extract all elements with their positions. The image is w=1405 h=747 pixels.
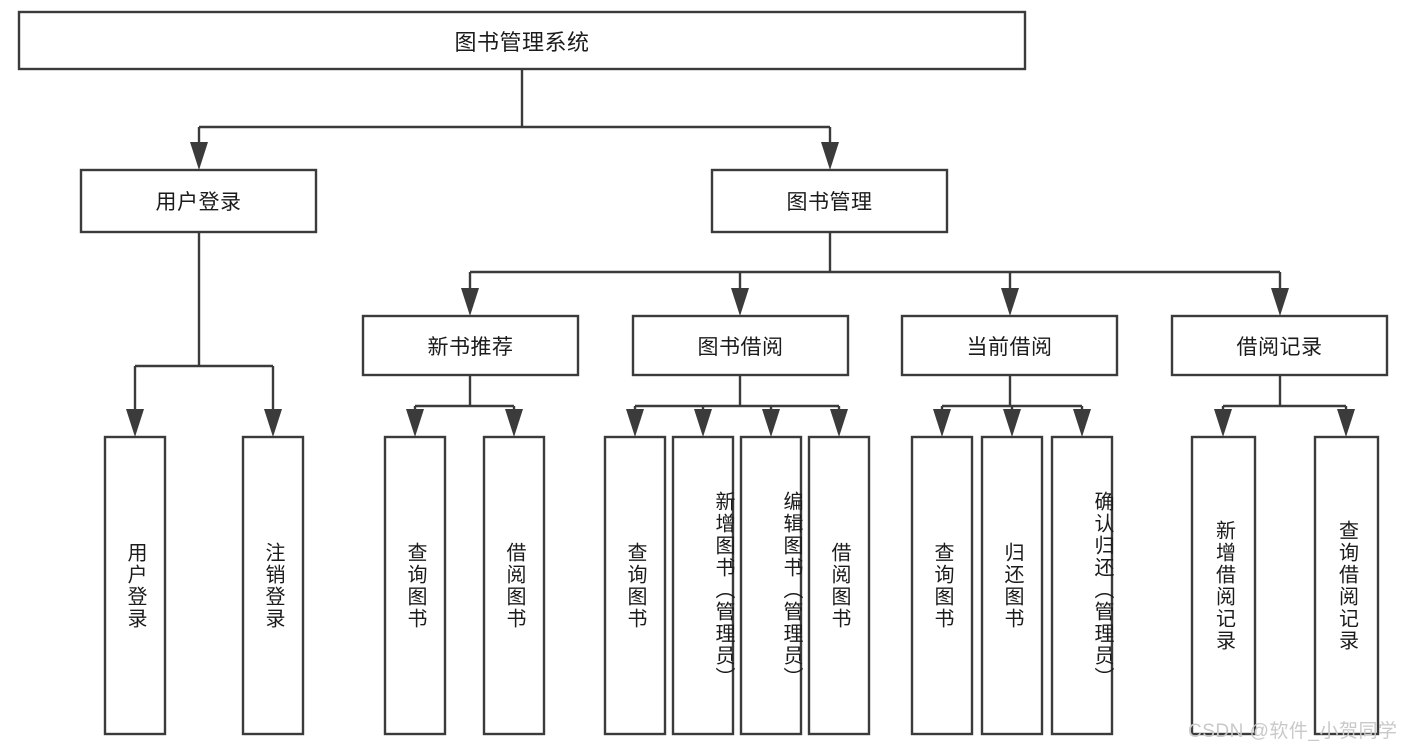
- arrow-head-icon: [126, 409, 144, 437]
- connector-bookmgmt-to-level3: [461, 232, 1289, 316]
- node-box-leaf-1[interactable]: [241, 435, 305, 736]
- connector-root-to-level2: [190, 69, 839, 170]
- arrow-head-icon: [626, 409, 644, 437]
- node-box-book-borrow[interactable]: [631, 314, 850, 377]
- connector-currentborrow-to-leaves: [933, 375, 1091, 437]
- node-box-leaf-0[interactable]: [103, 435, 167, 736]
- node-box-user-login[interactable]: [79, 168, 318, 234]
- node-box-new-book-recommend[interactable]: [361, 314, 580, 377]
- connector-newbook-to-leaves: [406, 375, 523, 437]
- connector-userlogin-to-leaves: [126, 232, 282, 437]
- node-box-leaf-7[interactable]: [807, 435, 871, 736]
- arrow-head-icon: [694, 409, 712, 437]
- arrow-head-icon: [505, 409, 523, 437]
- node-box-leaf-10[interactable]: [1050, 435, 1114, 736]
- node-box-leaf-9[interactable]: [980, 435, 1044, 736]
- arrow-head-icon: [190, 142, 208, 170]
- arrow-head-icon: [264, 409, 282, 437]
- arrow-head-icon: [1271, 288, 1289, 316]
- node-box-leaf-5[interactable]: [671, 435, 735, 736]
- arrow-head-icon: [1337, 409, 1355, 437]
- node-box-leaf-2[interactable]: [383, 435, 447, 736]
- arrow-head-icon: [1001, 288, 1019, 316]
- watermark-text: CSDN @软件_小贺同学: [1188, 721, 1398, 742]
- arrow-head-icon: [762, 409, 780, 437]
- node-box-leaf-8[interactable]: [910, 435, 974, 736]
- node-box-book-management[interactable]: [710, 168, 949, 234]
- node-box-borrow-record[interactable]: [1170, 314, 1389, 377]
- arrow-head-icon: [830, 409, 848, 437]
- node-box-leaf-6[interactable]: [739, 435, 803, 736]
- node-box-leaf-11[interactable]: [1190, 435, 1257, 736]
- arrow-head-icon: [1003, 409, 1021, 437]
- connector-bookborrow-to-leaves: [626, 375, 848, 437]
- connector-borrowrecord-to-leaves: [1214, 375, 1355, 437]
- arrow-head-icon: [1073, 409, 1091, 437]
- node-box-leaf-4[interactable]: [603, 435, 667, 736]
- arrow-head-icon: [821, 142, 839, 170]
- arrow-head-icon: [1214, 409, 1232, 437]
- arrow-head-icon: [461, 288, 479, 316]
- node-box-root[interactable]: [17, 10, 1027, 71]
- node-box-leaf-3[interactable]: [482, 435, 546, 736]
- arrow-head-icon: [731, 288, 749, 316]
- node-box-leaf-12[interactable]: [1313, 435, 1380, 736]
- arrow-head-icon: [406, 409, 424, 437]
- arrow-head-icon: [933, 409, 951, 437]
- node-box-current-borrow[interactable]: [900, 314, 1119, 377]
